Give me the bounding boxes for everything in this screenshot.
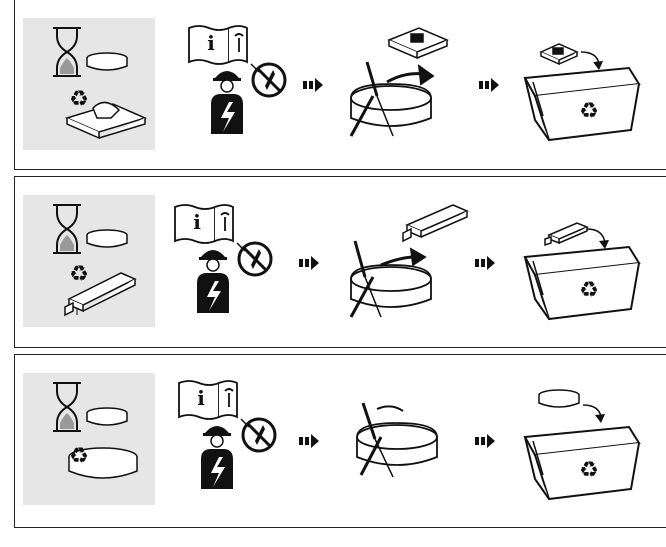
recycle-icon: ♻	[579, 99, 599, 124]
dont-disassemble-icon	[236, 241, 273, 277]
end-of-life-box: ♻	[23, 195, 155, 327]
recycle-icon: ♻	[69, 87, 89, 112]
info-electrician-group: i	[178, 380, 277, 489]
driver-icon	[402, 204, 469, 243]
info-electrician-group: i	[174, 204, 273, 313]
driver-icon	[544, 222, 589, 247]
luminaire-small-icon	[86, 52, 128, 71]
svg-text:i: i	[207, 31, 215, 55]
svg-text:♻: ♻	[69, 87, 89, 112]
luminaire-icon	[68, 447, 138, 479]
hourglass-icon	[53, 27, 81, 77]
panel-driver: ♻ i	[14, 176, 666, 348]
electrician-icon	[201, 426, 233, 489]
info-electrician-group: i	[188, 25, 287, 134]
arrow-right-icon	[303, 78, 323, 92]
disassembly-icon	[349, 61, 435, 137]
drop-arrow-icon	[582, 404, 605, 423]
electrician-icon	[211, 71, 243, 134]
manual-icon: i	[174, 204, 234, 244]
arrow-right-icon	[479, 78, 499, 92]
recycle-bin-icon	[523, 425, 641, 501]
recycle-icon: ♻	[579, 458, 599, 483]
manual-icon: i	[178, 380, 238, 420]
led-module-icon	[64, 101, 148, 140]
luminaire-icon	[538, 389, 580, 408]
hourglass-icon	[53, 382, 81, 432]
driver-icon	[64, 272, 137, 317]
recycle-icon: ♻	[579, 278, 599, 303]
electrician-icon	[197, 250, 229, 313]
arrow-right-icon	[475, 256, 495, 270]
recycle-icon: ♻	[69, 262, 89, 287]
end-of-life-box: ♻	[23, 373, 155, 505]
panel-luminaire: ♻ i	[14, 354, 666, 528]
led-module-icon	[539, 43, 579, 66]
recycle-bin-icon	[523, 245, 641, 321]
drop-arrow-icon	[580, 51, 603, 70]
manual-icon: i	[188, 25, 248, 65]
recycle-bin-icon	[523, 66, 641, 142]
panel-led-module: ♻ i	[14, 0, 666, 170]
dont-disassemble-icon	[250, 62, 287, 98]
arrow-right-icon	[299, 434, 319, 448]
luminaire-small-icon	[86, 407, 128, 426]
svg-text:i: i	[193, 210, 201, 234]
recycle-icon: ♻	[69, 444, 89, 469]
dont-disassemble-icon	[240, 417, 277, 453]
luminaire-small-icon	[86, 229, 128, 248]
arrow-right-icon	[299, 256, 319, 270]
svg-text:i: i	[197, 386, 205, 410]
disassembly-icon	[356, 402, 438, 478]
disassembly-icon	[349, 240, 432, 318]
drop-arrow-icon	[586, 228, 609, 249]
hourglass-icon	[53, 204, 81, 254]
end-of-life-box: ♻	[23, 18, 155, 150]
led-module-icon	[387, 27, 449, 60]
arrow-right-icon	[475, 434, 495, 448]
